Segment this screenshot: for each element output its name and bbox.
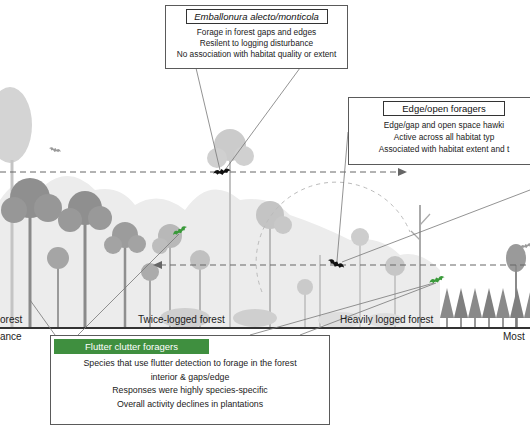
tree-crown	[47, 247, 69, 269]
flight-arc	[256, 182, 410, 292]
bat-symbol	[327, 257, 346, 270]
plantation-tree	[454, 288, 468, 318]
tree-trunk	[29, 205, 32, 328]
plantation-tree	[440, 288, 454, 318]
leader-line	[300, 283, 436, 335]
leader-line	[196, 68, 220, 170]
plantation-trunks	[447, 318, 530, 328]
box-heading: Flutter clutter foragers	[54, 339, 209, 354]
tree-crown	[1, 197, 27, 223]
tree-trunk	[57, 262, 59, 328]
tree-crown	[128, 235, 146, 253]
tree-trunk	[11, 160, 14, 328]
box-text: No association with habitat quality or e…	[166, 49, 347, 60]
tree-crown	[88, 206, 112, 230]
plantation-tree	[468, 288, 482, 318]
plantation-tree	[482, 288, 496, 318]
tree-crown	[152, 238, 168, 254]
tree-crown	[58, 208, 82, 232]
bat-symbol	[172, 225, 189, 238]
box-text: Responses were highly species-specific	[51, 384, 329, 398]
box-text: Active across all habitat typ	[349, 131, 530, 143]
tree-crown	[34, 194, 62, 222]
habitat-label: orest	[0, 314, 22, 326]
habitat-label: Twice-logged forest	[138, 314, 225, 326]
box-text: Edge/gap and open space hawki	[349, 119, 530, 131]
tall-tree-canopy	[0, 87, 32, 163]
tree-crown	[385, 256, 405, 276]
habitat-label: Heavily logged forest	[340, 314, 433, 326]
callout-box: Edge/open foragersEdge/gap and open spac…	[348, 97, 530, 165]
arrow-head	[398, 168, 407, 176]
tree-trunk	[304, 290, 306, 328]
leader-line	[30, 300, 55, 335]
callout-box: Flutter clutter foragersSpecies that use…	[50, 335, 330, 425]
box-heading: Emballonura alecto/monticola	[186, 9, 328, 24]
callout-box: Emballonura alecto/monticolaForage in fo…	[165, 5, 348, 69]
box-text: Resilent to logging disturbance	[166, 38, 347, 49]
box-heading: Edge/open foragers	[383, 101, 505, 116]
tree-crown	[234, 146, 254, 166]
tree-crown	[351, 228, 369, 246]
snag-branch	[420, 214, 430, 225]
plantation-tree	[524, 288, 530, 318]
habitat-label: ance	[0, 331, 22, 343]
box-text: Overall activity declines in plantations	[51, 398, 329, 412]
tree-crown	[274, 216, 292, 234]
plantation-tree	[496, 288, 510, 318]
flight-path	[160, 265, 530, 266]
habitat-label: Most	[503, 331, 525, 343]
background-canopy	[0, 176, 440, 328]
box-text: Associated with habitat extent and t	[349, 143, 530, 155]
bat-symbol	[428, 275, 445, 286]
tree-trunk	[124, 240, 127, 328]
leader-line	[342, 190, 530, 262]
box-text: Forage in forest gaps and edges	[166, 27, 347, 38]
bat-symbol	[48, 146, 61, 153]
box-text: Species that use flutter detection to fo…	[51, 357, 329, 384]
bat-symbol	[213, 167, 232, 176]
ground-line	[0, 327, 530, 329]
flight-path	[0, 172, 400, 173]
leader-line	[225, 68, 300, 170]
arrow-head	[153, 261, 162, 269]
leader-line	[250, 283, 434, 335]
leader-line	[337, 132, 348, 261]
bat-symbol	[519, 242, 530, 249]
tree-trunk	[84, 215, 87, 328]
tree-crown	[190, 250, 210, 270]
tree-crown	[104, 236, 122, 254]
shrub	[233, 309, 277, 327]
tree-crown	[297, 279, 313, 295]
tree-trunk	[229, 150, 231, 328]
plantation-tree	[510, 288, 524, 318]
